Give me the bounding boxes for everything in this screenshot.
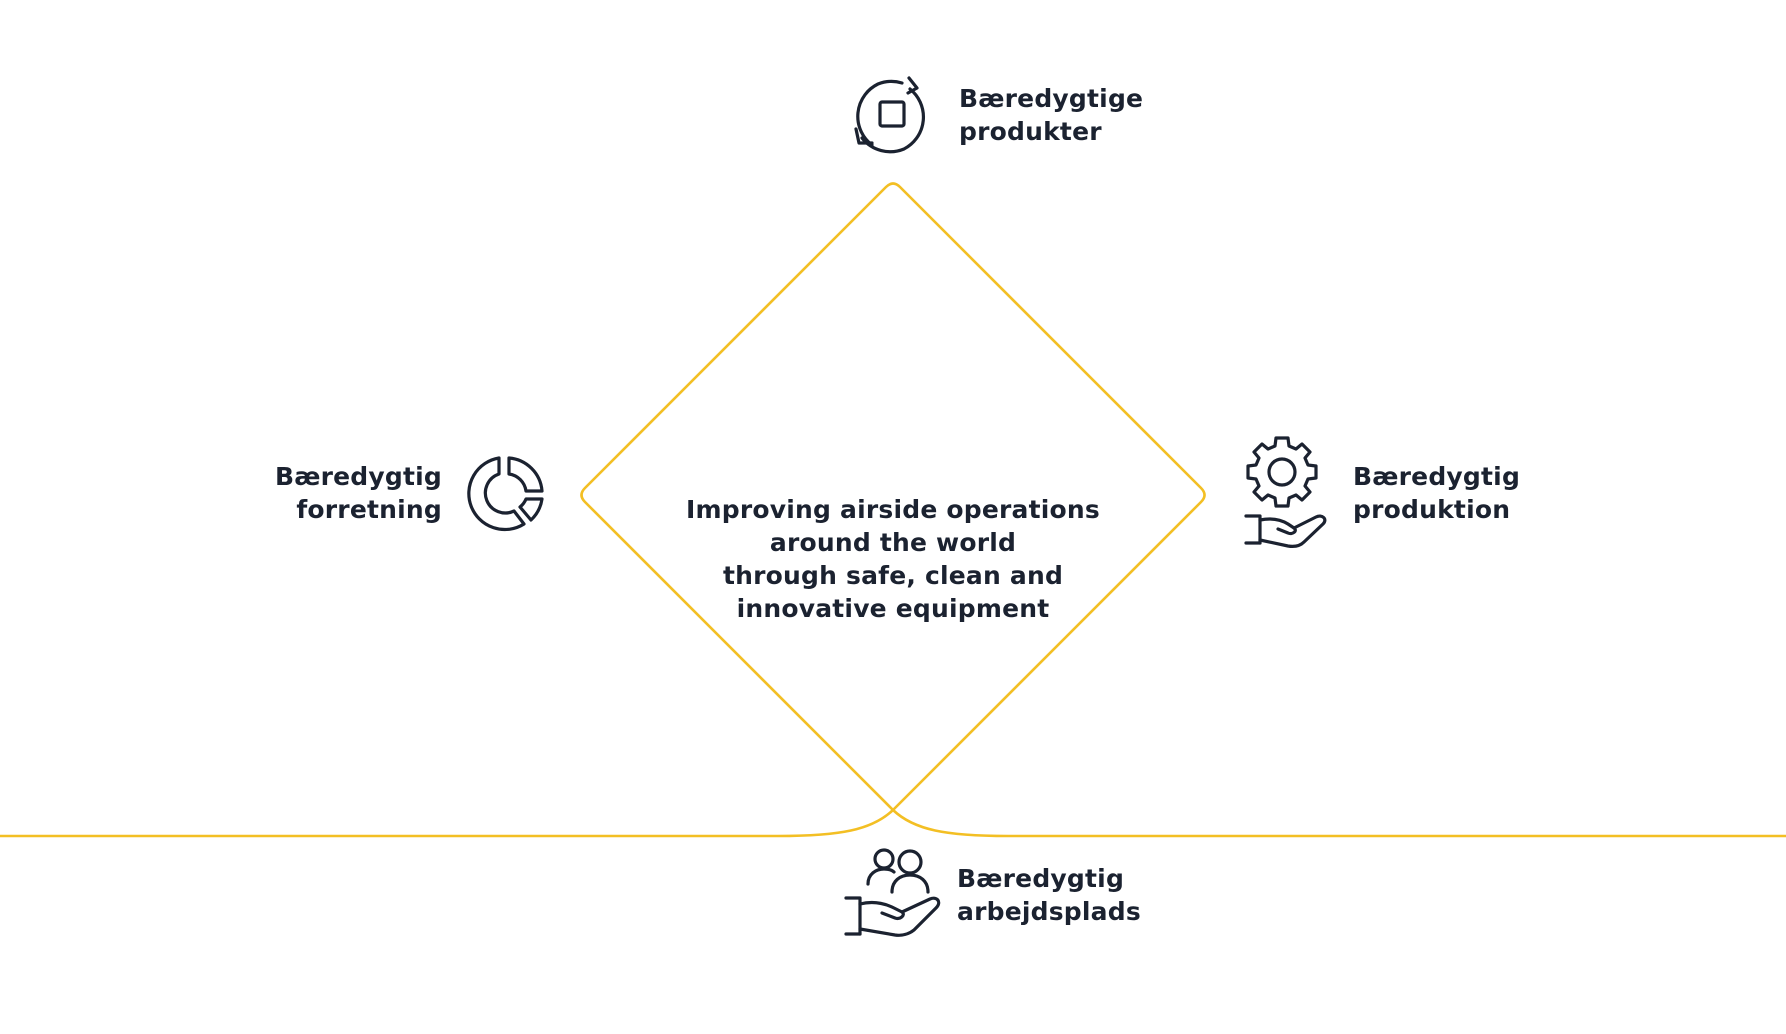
node-right-line-1: Bæredygtig [1353,462,1521,491]
gear-hand-icon [1244,436,1327,548]
diamond-outline [580,182,1206,812]
node-left-line-2: forretning [296,495,442,524]
node-bottom-line-2: arbejdsplads [957,897,1141,926]
node-top-line-2: produkter [959,117,1102,146]
center-line-1: Improving airside operations [686,495,1100,524]
horizon-line-right [892,809,1786,838]
node-right-line-2: produktion [1353,495,1511,524]
center-line-3: through safe, clean and [722,561,1064,590]
center-line-4: innovative equipment [736,594,1050,623]
node-label-bottom: Bæredygtig arbejdsplads [957,862,1141,928]
node-label-top: Bæredygtige produkter [959,82,1143,148]
center-statement: Improving airside operations around the … [593,493,1193,625]
center-line-2: around the world [769,528,1017,557]
node-top-line-1: Bæredygtige [959,84,1144,113]
recycle-square-icon [854,76,926,154]
donut-chart-icon [467,456,544,532]
node-label-right: Bæredygtig produktion [1353,460,1520,526]
node-label-left: Bæredygtig forretning [275,460,442,526]
node-left-line-1: Bæredygtig [274,462,442,491]
people-hand-icon [844,848,941,937]
horizon-line-left [0,809,894,838]
node-bottom-line-1: Bæredygtig [957,864,1125,893]
